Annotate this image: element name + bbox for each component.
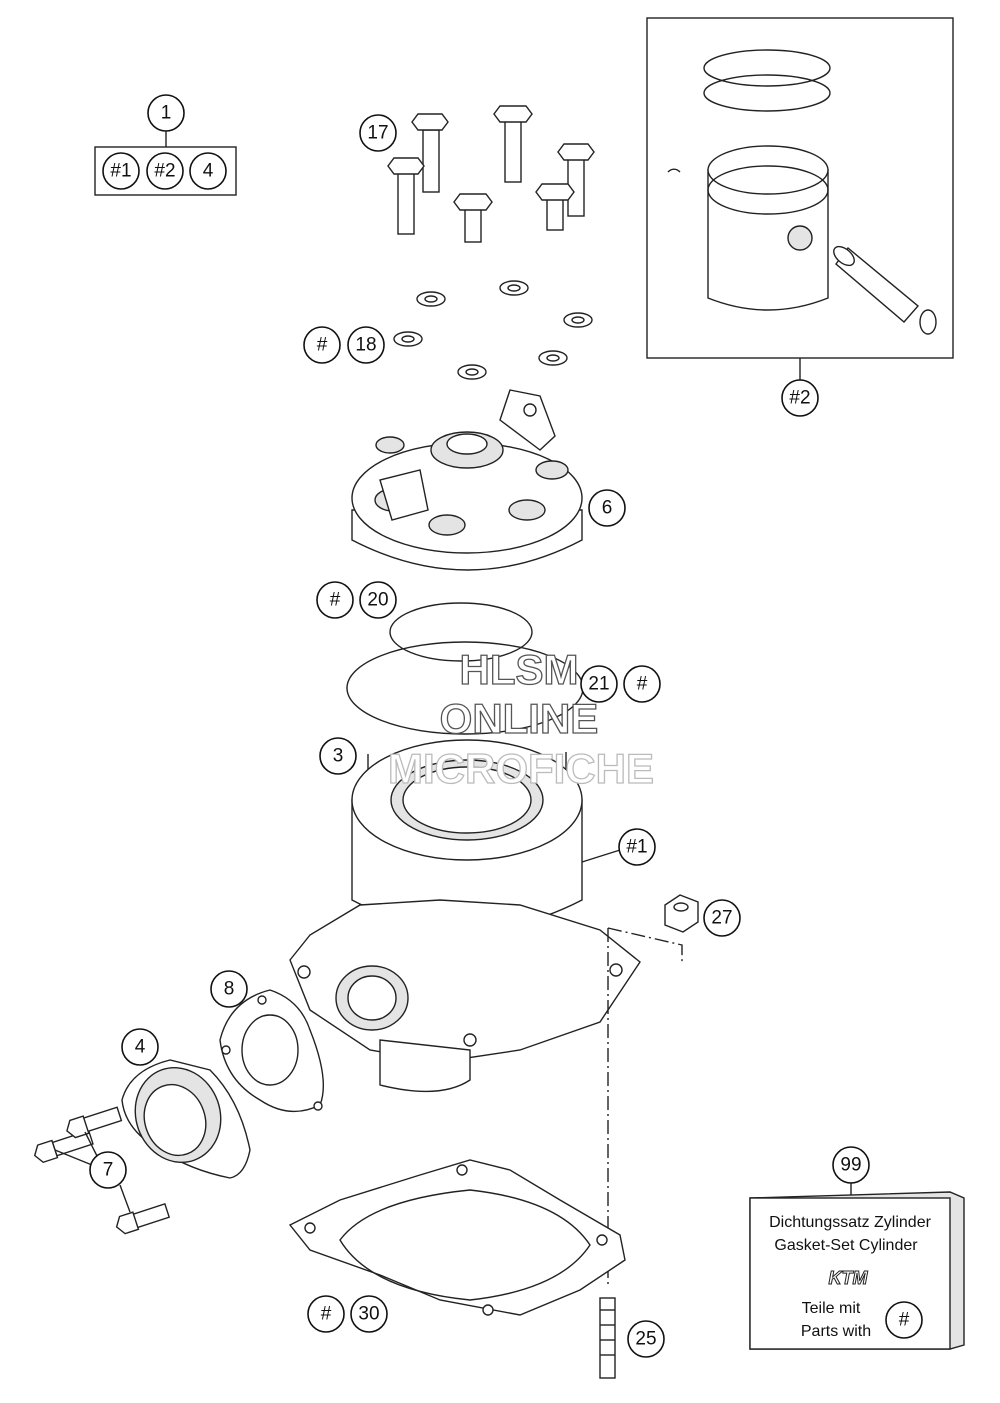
ktm-logo: KTM — [829, 1268, 869, 1288]
callout-6[interactable]: 6 — [588, 489, 626, 527]
callout-3[interactable]: 3 — [319, 737, 357, 775]
svg-text:#2: #2 — [789, 388, 810, 409]
svg-text:#: # — [330, 590, 341, 611]
intake-bolts — [33, 1106, 171, 1235]
gasket-box-line2: Gasket-Set Cylinder — [774, 1237, 918, 1254]
callout-30-hash[interactable]: # — [307, 1295, 345, 1333]
svg-text:#: # — [637, 674, 648, 695]
svg-text:MICROFICHE: MICROFICHE — [388, 745, 654, 792]
callout-4[interactable]: 4 — [121, 1028, 159, 1066]
callout-21[interactable]: 21 — [580, 665, 618, 703]
svg-text:3: 3 — [333, 746, 344, 767]
svg-text:#1: #1 — [110, 161, 131, 182]
svg-text:#1: #1 — [626, 837, 647, 858]
svg-text:27: 27 — [711, 908, 732, 929]
svg-text:#: # — [321, 1304, 332, 1325]
callout-21-hash[interactable]: # — [623, 665, 661, 703]
head-bolts — [387, 105, 595, 243]
gasket-box-line4: Parts with — [801, 1323, 871, 1340]
gasket-box-line1: Dichtungssatz Zylinder — [769, 1214, 932, 1231]
callout-25[interactable]: 25 — [627, 1320, 665, 1358]
callout-1-kit-c[interactable]: 4 — [189, 152, 227, 190]
callout-18-hash[interactable]: # — [303, 326, 341, 364]
svg-text:25: 25 — [635, 1329, 656, 1350]
svg-text:#: # — [899, 1310, 910, 1331]
svg-text:HLSM: HLSM — [460, 646, 579, 693]
callout-1-kit-a[interactable]: #1 — [102, 152, 140, 190]
callout-7[interactable]: 7 — [89, 1151, 127, 1189]
callout-99-hash[interactable]: # — [885, 1301, 923, 1339]
callout-2[interactable]: #2 — [781, 379, 819, 417]
svg-text:30: 30 — [358, 1304, 379, 1325]
callout-20[interactable]: 20 — [359, 581, 397, 619]
cylinder-nut — [607, 894, 699, 1285]
callout-20-hash[interactable]: # — [316, 581, 354, 619]
washers — [393, 280, 593, 380]
intake-gasket — [219, 989, 325, 1113]
callout-8[interactable]: 8 — [210, 970, 248, 1008]
svg-text:99: 99 — [840, 1155, 861, 1176]
svg-text:17: 17 — [367, 123, 388, 144]
intake-flange — [121, 1059, 251, 1179]
piston-inset — [646, 17, 954, 380]
watermark: HLSM ONLINE MICROFICHE — [387, 645, 654, 792]
callout-17[interactable]: 17 — [359, 114, 397, 152]
svg-text:20: 20 — [367, 590, 388, 611]
svg-text:8: 8 — [224, 979, 235, 1000]
svg-text:ONLINE: ONLINE — [440, 695, 599, 742]
callout-27[interactable]: 27 — [703, 899, 741, 937]
callout-18[interactable]: 18 — [347, 326, 385, 364]
svg-text:#: # — [317, 335, 328, 356]
callout-1-cylinder[interactable]: #1 — [581, 828, 656, 866]
cylinder-head — [351, 389, 583, 571]
gasket-box-line3: Teile mit — [802, 1300, 861, 1317]
svg-text:6: 6 — [602, 498, 613, 519]
svg-text:4: 4 — [203, 161, 214, 182]
svg-text:21: 21 — [588, 674, 609, 695]
callout-1-kit-b[interactable]: #2 — [146, 152, 184, 190]
callout-1[interactable]: 1 — [147, 94, 185, 132]
callout-99[interactable]: 99 — [832, 1146, 870, 1184]
callout-30[interactable]: 30 — [350, 1295, 388, 1333]
svg-text:18: 18 — [355, 335, 376, 356]
svg-text:4: 4 — [135, 1037, 146, 1058]
stud — [599, 1297, 616, 1379]
svg-text:7: 7 — [103, 1160, 114, 1181]
callouts: 1 #1 #2 4 17 # 18 #2 6 # 20 21 # 3 #1 27… — [89, 94, 923, 1358]
base-gasket — [288, 1159, 626, 1316]
cylinder — [289, 739, 641, 1093]
svg-text:1: 1 — [161, 103, 172, 124]
svg-text:#2: #2 — [154, 161, 175, 182]
gasket-set-box: Dichtungssatz Zylinder Gasket-Set Cylind… — [749, 1181, 965, 1350]
